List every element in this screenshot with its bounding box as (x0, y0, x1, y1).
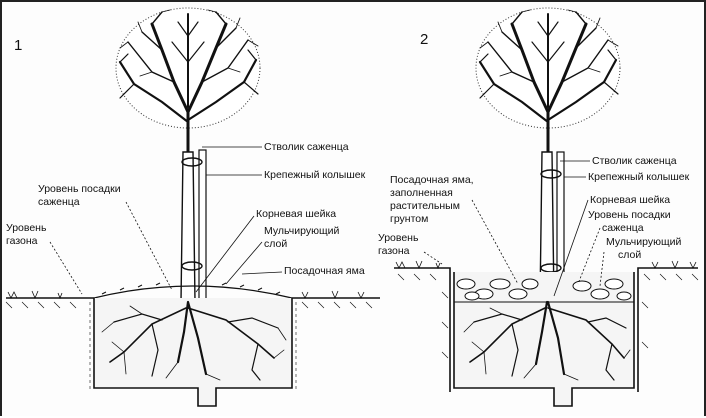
label-planting-level-2a: Уровень посадки (588, 209, 671, 221)
diagram-number-1: 1 (14, 37, 22, 54)
diagram-1: 1 (5, 7, 380, 407)
label-stake-1: Крепежный колышек (264, 169, 366, 181)
label-pit-filled-d: грунтом (390, 213, 428, 225)
label-lawn-level-2b: газона (378, 245, 410, 257)
planting-pit-1 (93, 298, 293, 407)
label-mulch-1b: слой (264, 238, 287, 250)
label-planting-level-1b: саженца (38, 196, 80, 208)
planting-pit-2 (453, 272, 635, 407)
label-planting-level-2b: саженца (602, 222, 644, 234)
tie-top-1 (181, 157, 203, 167)
label-pit-filled-c: растительным (390, 200, 460, 212)
label-root-collar-1: Корневая шейка (256, 208, 336, 220)
mulch-stones-2 (456, 278, 632, 301)
label-planting-level-1a: Уровень посадки (38, 183, 121, 195)
label-trunk-1: Стволик саженца (264, 141, 349, 153)
roots-1 (101, 300, 287, 381)
tree-crown-1 (115, 7, 261, 154)
label-root-collar-2: Корневая шейка (590, 194, 670, 206)
label-mulch-2a: Мульчирующий (606, 236, 681, 248)
label-pit-filled-a: Посадочная яма, (390, 174, 474, 186)
diagram-number-2: 2 (420, 31, 428, 48)
roots-2 (463, 300, 631, 381)
label-lawn-level-2a: Уровень (378, 232, 419, 244)
label-trunk-2: Стволик саженца (592, 155, 677, 167)
tree-crown-2 (475, 7, 621, 154)
label-pit-filled-b: заполненная (390, 187, 453, 199)
label-mulch-2b: слой (618, 249, 641, 261)
label-planting-pit-1: Посадочная яма (284, 265, 365, 277)
tie-bottom-1 (181, 261, 203, 271)
trunk-1 (180, 151, 196, 303)
ground-line-2 (394, 267, 698, 392)
label-mulch-1a: Мульчирующий (264, 225, 339, 237)
mulch-layer-1 (93, 285, 293, 299)
diagram-2: 2 (378, 7, 699, 407)
label-stake-2: Крепежный колышек (588, 171, 690, 183)
tie-top-2 (540, 169, 562, 179)
label-lawn-level-1b: газона (6, 235, 38, 247)
label-lawn-level-1a: Уровень (6, 222, 47, 234)
